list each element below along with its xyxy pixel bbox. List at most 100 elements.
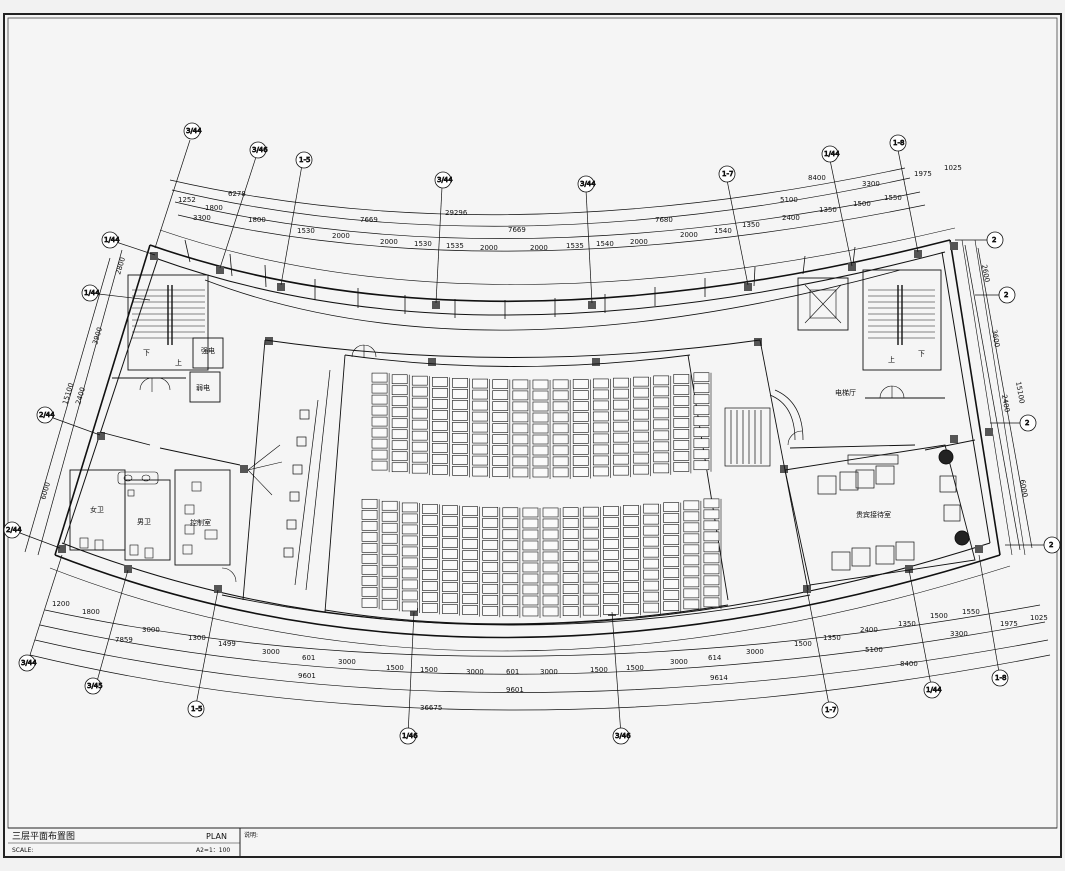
north-inner-wall <box>154 251 946 316</box>
auditorium-seat <box>683 555 700 566</box>
auditorium-seat <box>582 605 599 616</box>
auditorium-seat <box>703 586 720 597</box>
auditorium-seat <box>663 513 680 523</box>
auditorium-seat <box>572 456 589 466</box>
svg-text:1/46: 1/46 <box>402 732 418 740</box>
svg-text:3/46: 3/46 <box>615 732 631 740</box>
auditorium-seat <box>603 594 619 604</box>
auditorium-seat <box>422 548 438 558</box>
dim-bottom-mid-14: 3000 <box>540 668 558 676</box>
dim-bottom-total <box>29 654 1051 711</box>
dim-bottom-mid-16: 1500 <box>626 664 644 672</box>
auditorium-seat <box>643 602 659 613</box>
auditorium-seat <box>592 455 609 466</box>
svg-text:1/44: 1/44 <box>84 289 100 297</box>
dim-right-outer <box>964 244 1021 551</box>
auditorium-seat <box>381 500 398 511</box>
auditorium-seat <box>401 590 418 601</box>
auditorium-seat <box>633 387 649 398</box>
auditorium-seat <box>522 507 539 518</box>
auditorium-seat <box>552 390 569 401</box>
auditorium-seat <box>381 599 398 610</box>
auditorium-seat <box>401 568 418 579</box>
auditorium-seat <box>552 423 569 434</box>
auditorium-seat <box>452 400 468 410</box>
dim-right-5: 6000 <box>1018 479 1029 498</box>
dim-top-outer-4: 7680 <box>655 216 673 224</box>
auditorium-seat <box>542 584 559 595</box>
auditorium-seat <box>542 606 559 617</box>
axis-bubble-right-2: 2 <box>998 286 1016 304</box>
dim-top-mid-26: 1500 <box>853 200 871 208</box>
auditorium-seat <box>623 582 639 592</box>
auditorium-seat <box>401 502 418 513</box>
auditorium-seat <box>492 423 509 433</box>
auditorium-seat <box>512 401 529 412</box>
auditorium-seat <box>623 604 639 614</box>
south-outer-wall <box>54 554 1001 639</box>
auditorium-seat <box>371 372 388 383</box>
svg-text:3/44: 3/44 <box>21 659 37 667</box>
auditorium-seat <box>411 430 428 441</box>
auditorium-seat <box>693 405 710 416</box>
auditorium-seat <box>472 455 489 466</box>
auditorium-seat <box>643 547 659 558</box>
auditorium-seat <box>663 535 680 545</box>
auditorium-seat <box>633 431 649 442</box>
auditorium-seat <box>391 429 408 440</box>
male-wc <box>124 479 171 561</box>
dim-bottom-outer-5: 5100 <box>865 646 883 654</box>
auditorium-seat <box>361 597 378 608</box>
auditorium-seat <box>703 531 720 542</box>
auditorium-seat <box>703 520 720 531</box>
auditorium-seat <box>592 444 609 455</box>
label-vip-reception: 贵宾接待室 <box>856 510 891 519</box>
dim-top-mid-15: 2000 <box>530 244 548 252</box>
auditorium-seat <box>603 572 619 582</box>
auditorium-seat <box>562 518 579 528</box>
svg-text:3/46: 3/46 <box>252 146 268 154</box>
auditorium-seat <box>472 422 489 433</box>
east-stair-box <box>862 269 942 371</box>
auditorium-seat <box>673 440 690 450</box>
auditorium-seat <box>613 410 629 421</box>
auditorium-seat <box>623 516 639 526</box>
axis-bubble-right-1: 2 <box>986 231 1004 249</box>
axis-bubble-bottom-8: 1-8 <box>991 669 1009 687</box>
auditorium-seat <box>522 551 539 562</box>
auditorium-seat <box>411 397 428 408</box>
vip-plants <box>938 449 970 546</box>
wc-fixtures <box>79 471 159 559</box>
auditorium-seat <box>381 511 398 522</box>
auditorium-seat <box>482 594 499 605</box>
auditorium-seat <box>442 516 458 526</box>
dim-top-total-text: 29296 <box>445 209 468 217</box>
auditorium-seat <box>653 386 670 397</box>
auditorium-seat <box>452 444 468 454</box>
west-stair-box <box>127 274 209 371</box>
auditorium-seat <box>582 517 599 528</box>
dim-top-mid-7: 1530 <box>297 227 315 235</box>
svg-text:3/45: 3/45 <box>87 682 103 690</box>
auditorium-seat <box>603 583 619 593</box>
auditorium-seat <box>462 550 478 560</box>
room-labels: 女卫 男卫 控制室 强电 弱电 下 上 电梯厅 贵宾接待室 上 下 <box>90 346 925 527</box>
axis-bubble-right-3: 2 <box>1019 414 1037 432</box>
auditorium-seat <box>643 503 659 514</box>
auditorium-seat <box>411 408 428 419</box>
auditorium-seat <box>472 411 489 422</box>
auditorium-seat <box>633 420 649 431</box>
label-west-stair-down: 下 <box>143 349 150 357</box>
building-outline <box>49 227 1026 652</box>
auditorium-seat <box>562 584 579 594</box>
auditorium-seat <box>391 418 408 429</box>
auditorium-seat <box>532 390 549 401</box>
auditorium-seat <box>401 524 418 535</box>
auditorium-seat <box>673 429 690 439</box>
auditorium-seat <box>532 467 549 478</box>
auditorium-seat <box>482 572 499 583</box>
auditorium-seat <box>361 520 378 531</box>
auditorium-seat <box>381 522 398 533</box>
dim-top-mid-24: 1350 <box>819 206 837 214</box>
dim-bottom-mid-20: 1500 <box>794 640 812 648</box>
